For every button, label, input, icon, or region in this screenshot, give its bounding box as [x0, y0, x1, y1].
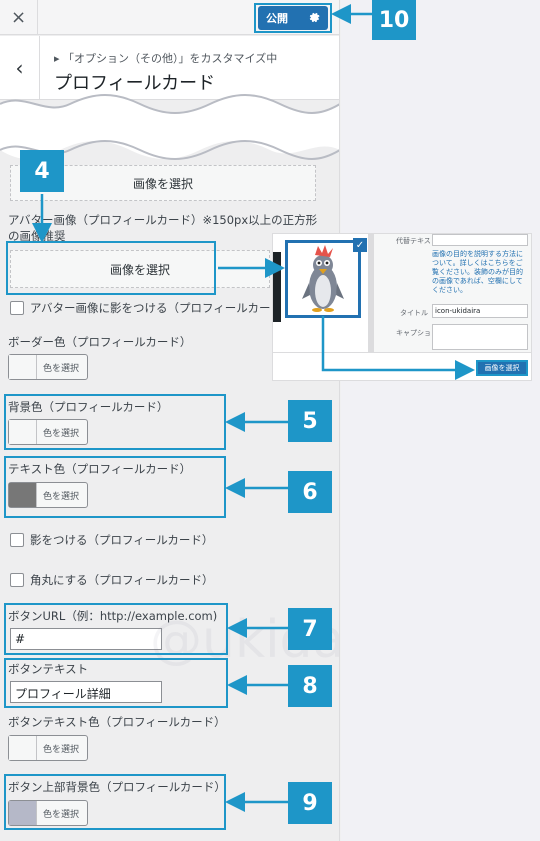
highlight-text-color [4, 456, 226, 518]
highlight-avatar-select [6, 241, 216, 295]
button-url-input[interactable]: # [10, 628, 162, 650]
title-input[interactable]: icon-ukidaira [432, 304, 528, 318]
color-select-label: 色を選択 [43, 491, 80, 502]
alt-text-label: 代替テキスト [396, 237, 438, 245]
rounded-label: 角丸にする（プロフィールカード） [30, 573, 214, 587]
highlight-button-url [4, 603, 228, 655]
checkmark-icon: ✓ [353, 238, 367, 252]
alt-help-text: 画像の目的を説明する方法について。詳しくはこちらをご覧ください。装飾のみが目的の… [432, 250, 523, 294]
publish-button[interactable]: 公開 [258, 6, 328, 30]
highlight-bg-color [4, 394, 226, 450]
highlight-button-top-bg [4, 774, 226, 830]
button-url-label: ボタンURL（例：http://example.com) [8, 609, 218, 623]
media-library-inset: ✓ 代替テキスト 画像の目的を説明する方法について。詳しくはこちらをご覧ください… [272, 233, 532, 381]
customizer-topbar: × 公開 [0, 0, 339, 35]
callout-number-6: 6 [288, 471, 332, 513]
color-select-label: 色を選択 [43, 744, 80, 755]
callout-number-7: 7 [288, 608, 332, 650]
text-color-label: テキスト色（プロフィールカード） [8, 462, 192, 476]
callout-number-5: 5 [288, 400, 332, 442]
publish-label: 公開 [266, 12, 288, 25]
preview-area [341, 0, 540, 841]
media-sidebar: 代替テキスト 画像の目的を説明する方法について。詳しくはこちらをご覧ください。装… [374, 234, 531, 352]
text-color-button[interactable]: 色を選択 [8, 482, 88, 508]
close-button[interactable]: × [0, 0, 38, 35]
button-text-label: ボタンテキスト [8, 662, 89, 676]
color-select-label: 色を選択 [43, 809, 80, 820]
button-text-color-label: ボタンテキスト色（プロフィールカード） [8, 715, 226, 729]
media-strip-dark [273, 252, 281, 322]
color-select-label: 色を選択 [43, 428, 80, 439]
media-thumbnail-selected[interactable] [285, 240, 361, 318]
gear-icon[interactable] [308, 11, 320, 26]
callout-number-10: 10 [372, 0, 416, 40]
penguin-avatar-icon [302, 245, 344, 312]
button-text-input[interactable]: プロフィール詳細 [10, 681, 162, 703]
title-label: タイトル [400, 309, 428, 317]
avatar-shadow-checkbox[interactable] [10, 301, 24, 315]
bg-color-label: 背景色（プロフィールカード） [8, 400, 169, 414]
color-swatch [9, 355, 37, 379]
callout-number-8: 8 [288, 665, 332, 707]
highlight-button-text [4, 658, 228, 708]
color-select-label: 色を選択 [43, 363, 80, 374]
back-button[interactable]: ‹ [0, 36, 40, 100]
border-color-label: ボーダー色（プロフィールカード） [8, 335, 192, 349]
media-select-button[interactable]: 画像を選択 [476, 360, 528, 376]
alt-text-input[interactable] [432, 234, 528, 246]
bg-color-button[interactable]: 色を選択 [8, 419, 88, 445]
rounded-checkbox[interactable] [10, 573, 24, 587]
color-swatch [9, 420, 37, 444]
breadcrumb: ▸ 「オプション（その他）」をカスタマイズ中 [54, 52, 278, 65]
shadow-label: 影をつける（プロフィールカード） [30, 533, 214, 547]
highlight-publish [254, 3, 332, 33]
button-top-bg-button[interactable]: 色を選択 [8, 800, 88, 826]
button-top-bg-label: ボタン上部背景色（プロフィールカード） [8, 780, 226, 794]
color-swatch-button-top [9, 801, 37, 825]
caption-input[interactable] [432, 324, 528, 350]
callout-number-4: 4 [20, 150, 64, 192]
section-header: ‹ ▸ 「オプション（その他）」をカスタマイズ中 プロフィールカード [0, 36, 339, 100]
breadcrumb-text: 「オプション（その他）」をカスタマイズ中 [63, 52, 278, 65]
callout-number-9: 9 [288, 782, 332, 824]
button-text-color-button[interactable]: 色を選択 [8, 735, 88, 761]
page-title: プロフィールカード [54, 73, 216, 94]
border-color-button[interactable]: 色を選択 [8, 354, 88, 380]
color-swatch [9, 736, 37, 760]
avatar-shadow-label: アバター画像に影をつける（プロフィールカード） [30, 301, 294, 315]
color-swatch-text [9, 483, 37, 507]
media-scrollbar[interactable] [368, 234, 374, 352]
shadow-checkbox[interactable] [10, 533, 24, 547]
